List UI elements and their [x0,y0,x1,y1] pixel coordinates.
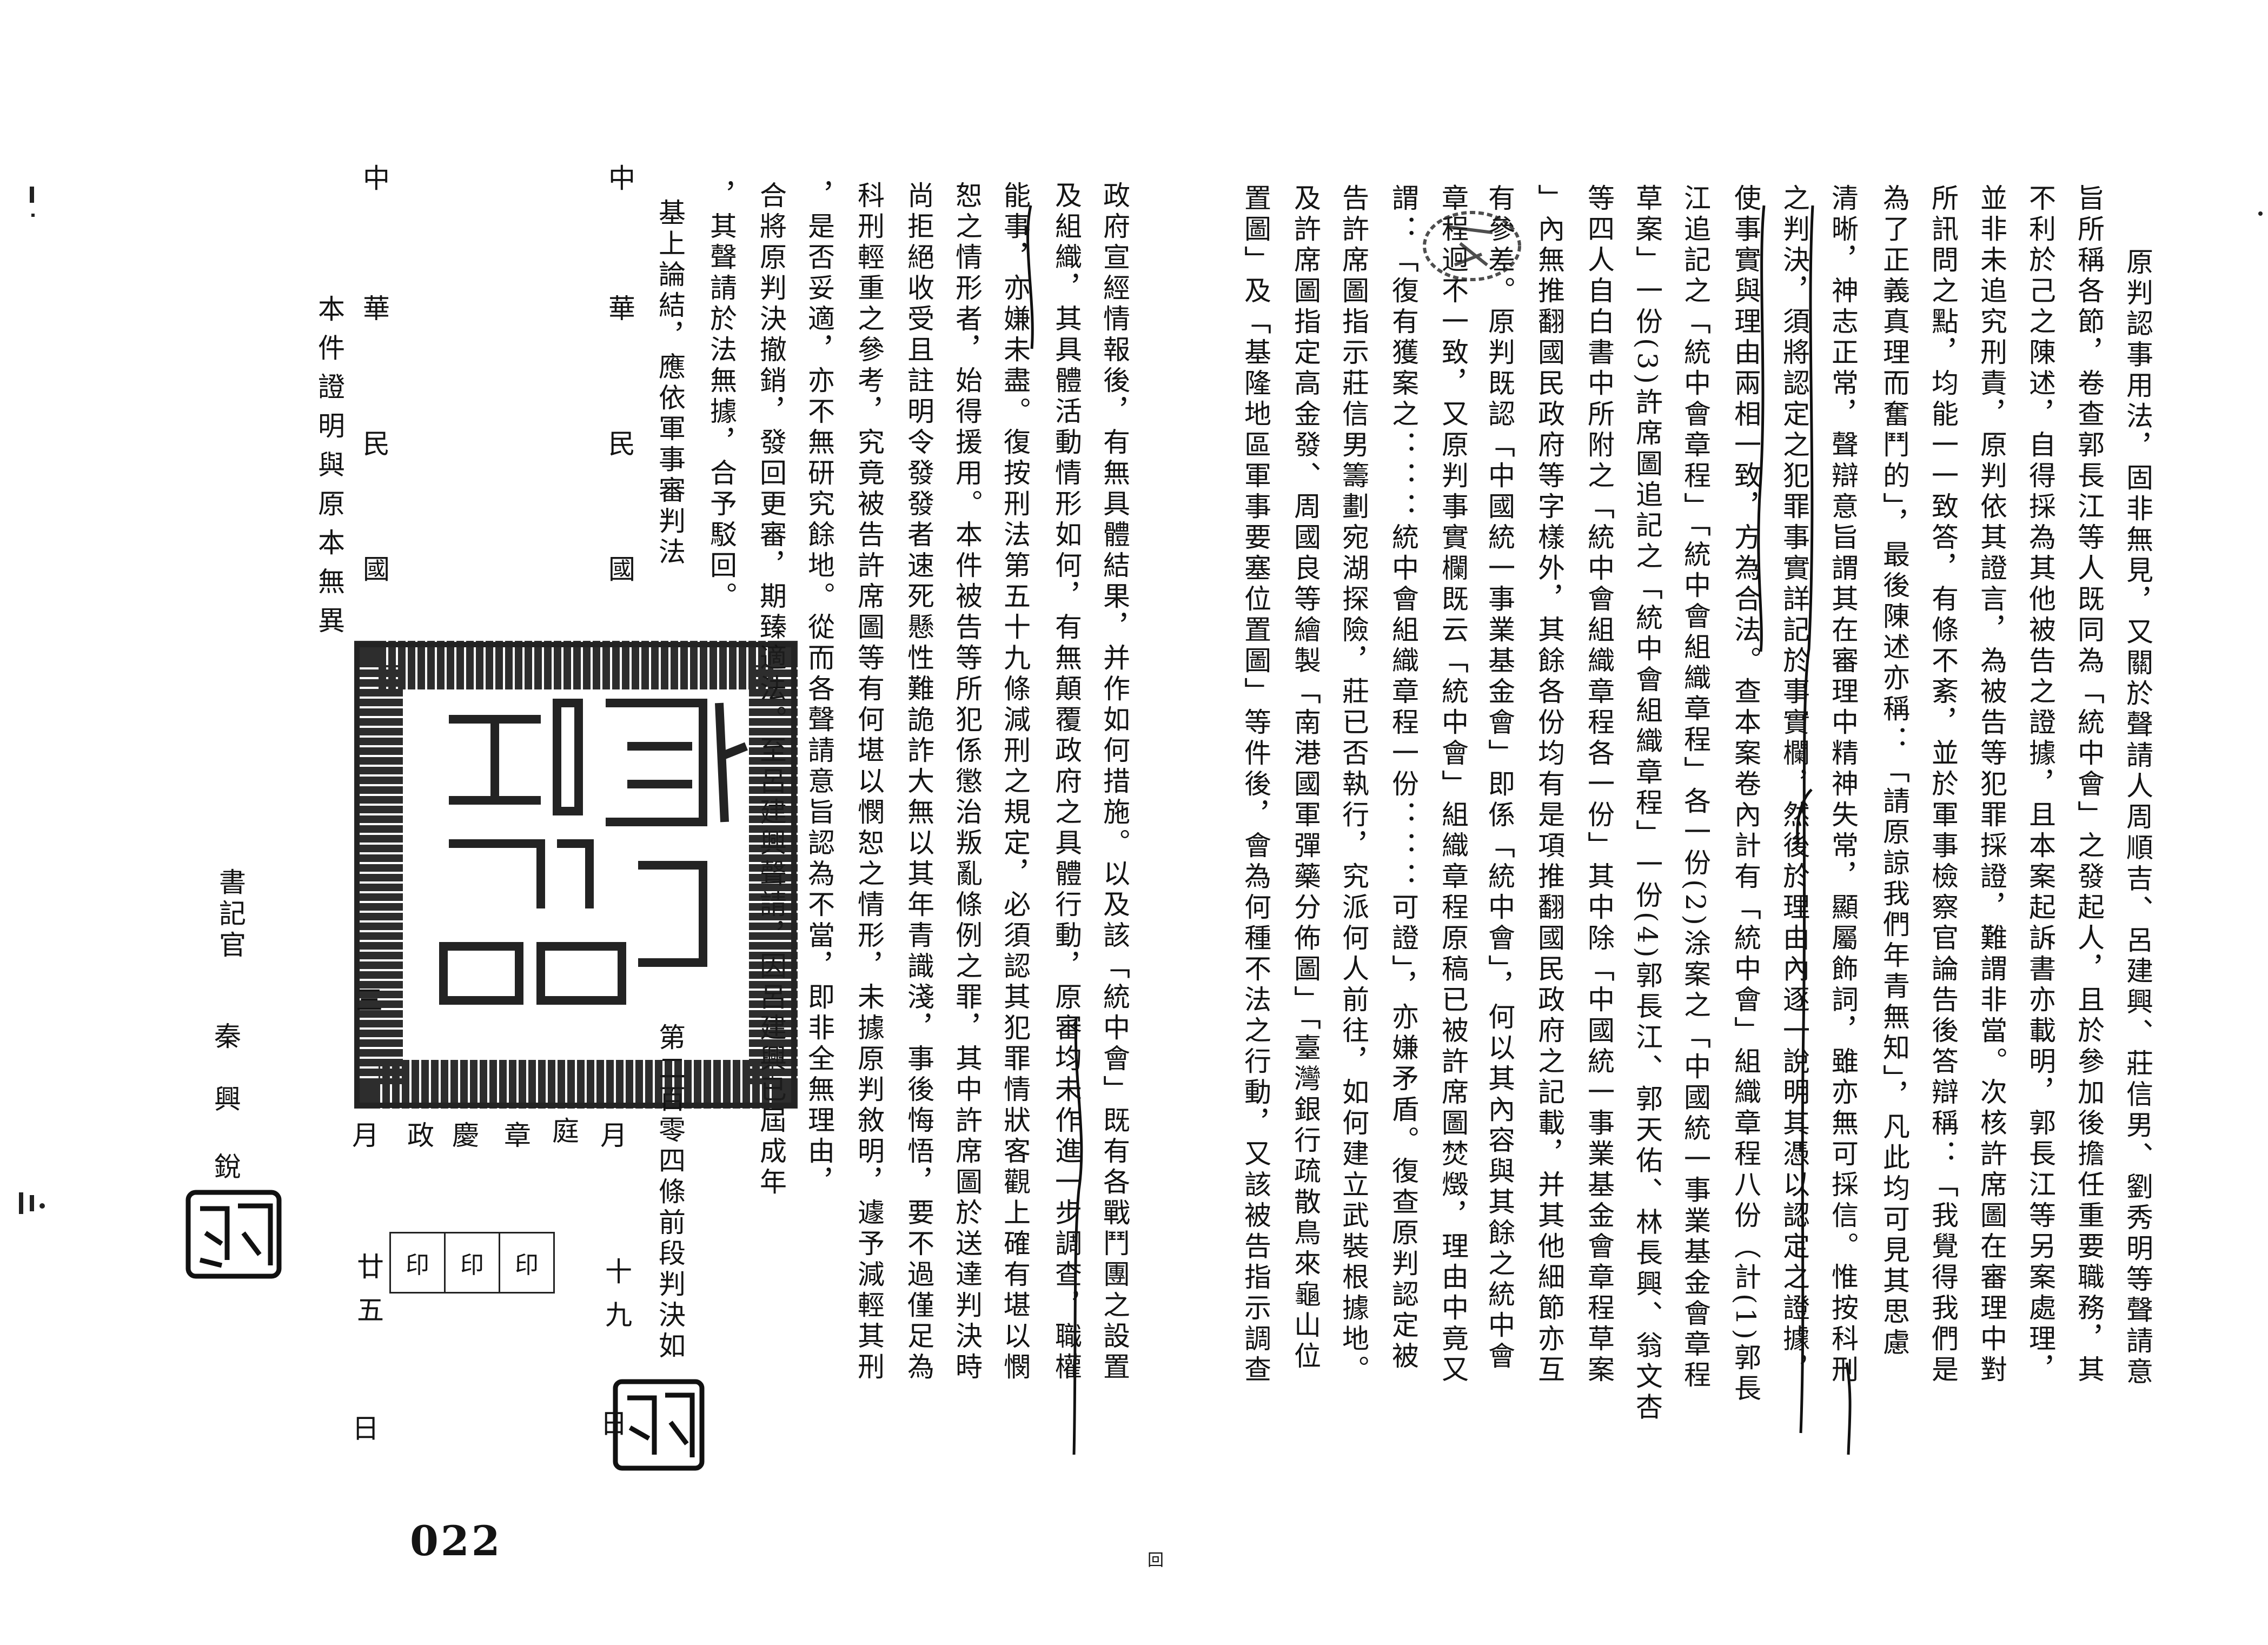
small-seal [1423,211,1521,281]
certification-text: 本件證明與原本無異 [314,295,345,645]
conclusion-start: 基上論結，應依軍事審判法 [654,198,686,568]
handwritten-line [1072,1016,1083,1455]
scan-marks [19,187,2263,1214]
text-column: 章程迥不一致，又原判事實欄既云「統中會」組織章程原稿已被許席圖焚燬，理由中竟又 [1437,184,1469,1386]
handwritten-line [1026,205,1034,349]
text-column: 告許席圖指示莊信男籌劃宛湖探險，莊已否執行，究派何人前往，如何建立武裝根據地。 [1338,184,1369,1386]
seal-cell: 印 [406,1251,429,1279]
date2-char: 華 [363,293,390,324]
text-column: 」內無推翻國民政府等字樣外，其餘各份均有是項推翻國民政府之記載，并其他細節亦互 [1534,184,1565,1386]
text-column: 等四人自白書中所附之「統中會組織章程各一份」其中除「中國統一事業基金會章程草案 [1583,184,1615,1386]
page-number: 022 [410,1517,502,1565]
text-column: 謂：「復有獲案之：：：統中會組織章程一份：：：可證」，亦嫌矛盾。復查原判認定被 [1388,184,1419,1372]
clerk-name-char: 興 [214,1084,241,1115]
text-column: 有參差。原判既認「中國統一事業基金會」即係「統中會」，何以其內容與其餘之統中會 [1484,184,1515,1372]
date2-day-number: 廿五 [353,1252,384,1339]
text-column: 尚拒絕收受且註明令發發者速死懸性難詭詐大無以其年青識淺，事後悔悟，要不過僅足為 [903,181,934,1383]
text-column: 能事，亦嫌未盡。復按刑法第五十九條減刑之規定，必須認其犯罪情狀客觀上確有堪以憫 [999,181,1031,1383]
judge-name-char: 庭 [552,1116,579,1147]
date1-char: 國 [608,554,635,585]
text-column: 原判認事用法，固非無見，又關於聲請人周順吉、呂建興、莊信男、劉秀明等聲請意 [2122,248,2153,1388]
text-column: 置圖」及「基隆地區軍事要塞位置圖」等件後，會為何種不法之行動，又該被告指示調查 [1240,184,1271,1386]
judge-name-char: 慶 [452,1120,479,1151]
judge-name-char: 政 [407,1120,434,1151]
date1-char: 中 [608,163,635,194]
clerk-name-char: 秦 [214,1021,241,1052]
handwritten-line [1796,788,1813,844]
seal-cells: 印 印 印 [389,1232,555,1294]
date2-month: 月 [352,1120,379,1151]
date2-char: 國 [363,554,390,585]
date1-char: 華 [608,293,635,324]
seal-cell: 印 [444,1233,499,1292]
text-column: 恕之情形者，始得援用。本件被告等所犯係懲治叛亂條例之罪，其中許席圖於送達判決時 [951,181,983,1383]
handwritten-line [1757,205,1766,652]
date1-char: 民 [608,428,635,460]
text-column: 所訊問之點，均能一一致答，有條不紊，並於軍事檢察官論告後答辯稱：「我覺得我們是 [1927,184,1959,1386]
date2-day: 日 [352,1413,379,1444]
date1-month: 月 [600,1120,627,1151]
official-seal [354,641,798,1109]
handwritten-line [1845,1362,1852,1455]
text-column: ，其聲請於法無據，合予駁回。 [706,181,737,613]
date2-char: 中 [363,163,390,194]
text-column: 政府宣經情報後，有無具體結果，并作如何措施。以及該「統中會」既有各戰鬥團之設置 [1099,181,1130,1383]
clerk-seal [185,1190,282,1279]
seal-cell: 印 [499,1233,553,1292]
clerk-title: 書記官 [215,868,246,962]
handwritten-lines [1026,205,1852,1455]
date1-day-number: 十九 [601,1257,632,1344]
clerk-name-char: 銳 [214,1151,241,1183]
text-column: 草案」一份(3)許席圖追記之「統中會組織章程」一份(4)郭長江、郭天佑、林長興、… [1632,184,1663,1424]
text-column: 不利於己之陳述，自得採為其他被告之證據，且本案起訴書亦載明，郭長江等另案處理， [2025,184,2056,1386]
text-column: 並非未追究刑責，原判依其證言，為被告等犯罪採證，難謂非當。次核許席圖在審理中對 [1976,184,2007,1386]
text-column: 使事實與理由兩相一致，方為合法。查本案卷內計有「統中會」組織章程八份（計(1)郭… [1730,184,1761,1405]
text-column: ，是否妥適，亦不無研究餘地。從而各聲請意旨認為不當，即非全無理由， [804,181,835,1198]
handwritten-line [1799,205,1814,1434]
judge-name-char: 章 [504,1120,531,1151]
text-column: 及許席圖指定高金發、周國良等繪製「南港國軍彈藥分佈圖」「臺灣銀行疏散鳥來龜山位 [1290,184,1321,1372]
text-column: 旨所稱各節，卷查郭長江等人既同為「統中會」之發起人，且於參加後擔任重要職務，其 [2073,184,2105,1386]
date2-char: 民 [363,428,390,460]
text-column: 及組織，其具體活動情形如何，有無顛覆政府之具體行動，原審均未作進一步調查，職權 [1051,181,1082,1383]
text-column: 清晰，神志正常，聲辯意旨謂其在審理中精神失常，顯屬飾詞，雖亦無可採信。惟按科刑 [1827,184,1859,1386]
text-column: 為了正義真理而奮鬥的」，最後陳述亦稱：「請原諒我們年青無知」，凡此均可見其思慮 [1879,184,1910,1359]
page-marker: 回 [1148,1551,1164,1570]
text-column: 科刑輕重之參考，究竟被告許席圖等有何堪以憫恕之情形，未據原判敘明，遽予減輕其刑 [853,181,885,1383]
text-column: 江追記之「統中會章程」「統中會組織章程」各一份(2)涂案之「中國統一事業基金會章… [1680,184,1711,1391]
date-seal [613,1379,705,1471]
